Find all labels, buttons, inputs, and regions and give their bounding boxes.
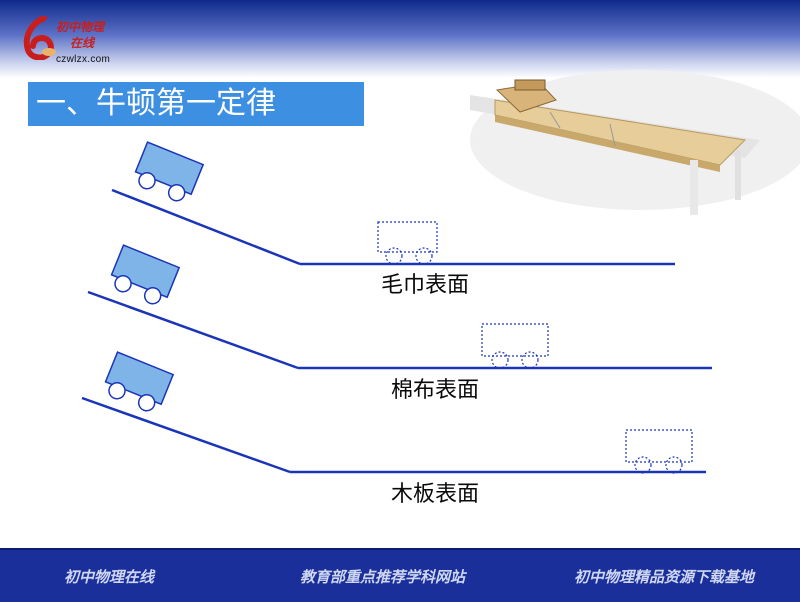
header-band <box>0 0 800 78</box>
site-logo[interactable]: 初中物理 在线 czwlzx.com <box>22 16 122 72</box>
page-title: 一、牛顿第一定律 <box>36 86 276 121</box>
logo-six-icon <box>23 16 56 60</box>
label-towel-surface: 毛巾表面 <box>381 273 470 298</box>
logo-url: czwlzx.com <box>56 54 111 65</box>
apparatus-illustration <box>470 70 800 215</box>
cart-on-slope-3 <box>104 351 175 412</box>
logo-text-line1: 初中物理 <box>56 20 105 34</box>
footer-left-text: 初中物理在线 <box>64 568 155 586</box>
track-wood <box>81 396 706 474</box>
logo-text-line2: 在线 <box>70 36 95 50</box>
label-wood-surface: 木板表面 <box>391 482 480 507</box>
cart-on-slope-2 <box>110 244 181 305</box>
track-cotton <box>87 290 712 370</box>
cart-stopped-3 <box>625 429 693 474</box>
label-cotton-surface: 棉布表面 <box>391 378 480 403</box>
title-box: 一、牛顿第一定律 <box>28 82 364 126</box>
footer-center-text: 教育部重点推荐学科网站 <box>300 568 466 586</box>
footer-band: 初中物理在线 教育部重点推荐学科网站 初中物理精品资源下载基地 <box>0 548 800 602</box>
cart-on-slope-1 <box>134 141 205 202</box>
track-towel <box>111 188 675 266</box>
cart-stopped-1 <box>377 221 438 265</box>
footer-right-text: 初中物理精品资源下载基地 <box>574 568 755 586</box>
cart-stopped-2 <box>481 323 549 369</box>
